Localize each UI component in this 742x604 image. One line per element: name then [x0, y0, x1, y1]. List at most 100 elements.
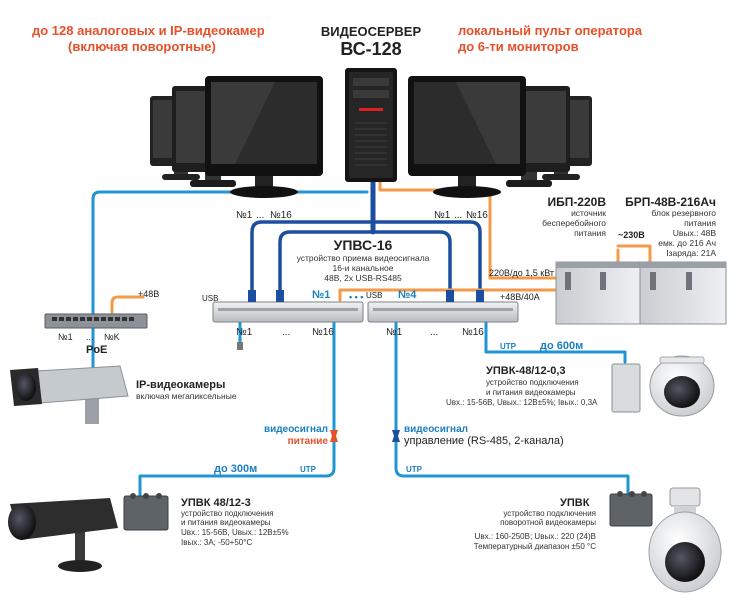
poe-port-1: №1 [58, 332, 73, 342]
upvk-desc-4: Температурный диапазон ±50 °С [474, 542, 597, 551]
ch-top-left-2: ... [256, 210, 264, 221]
ups-desc-3: питания [574, 228, 606, 238]
ch-bottom-left-2: ... [282, 327, 290, 338]
upvk03-desc-3: Uвх.: 15-56В, Uвых.: 12В±5%; Iвых.: 0,3А [446, 398, 598, 407]
utp-top: UTP [500, 342, 517, 351]
left-note-line2: (включая поворотные) [68, 39, 216, 54]
ipcam-title: IP-видеокамеры [136, 379, 225, 391]
upvs-desc-2: 16-и канальное [333, 263, 394, 273]
server-tower [345, 68, 397, 182]
utp-right: UTP [406, 465, 423, 474]
upvs-unit-1 [212, 290, 364, 323]
brp-desc-3: Uвых.: 48В [673, 228, 717, 238]
ch-bottom-right-2: ... [430, 327, 438, 338]
coupler-icon [392, 430, 400, 442]
brp-cabinet [639, 261, 727, 325]
upvk-desc-1: устройство подключения [503, 509, 596, 518]
cable-to-upvk03 [484, 318, 627, 364]
cable-48v-poe [110, 295, 145, 314]
ch-bottom-right-3: №16 [462, 327, 484, 338]
server-title-line1: ВИДЕОСЕРВЕР [321, 24, 422, 39]
upvs-unit-4 [367, 290, 519, 323]
poe-label: PoE [86, 344, 107, 356]
server-title-line2: ВС-128 [340, 39, 401, 59]
upvk3-desc-1: устройство подключения [181, 509, 274, 518]
power-feed: 220В/до 1,5 кВт [489, 268, 554, 278]
ups-desc-2: бесперебойного [542, 218, 606, 228]
monitor-group-left [150, 76, 323, 198]
upvs-usb-right: USB [366, 291, 382, 300]
ch-top-right-3: №16 [466, 210, 488, 221]
upvk-desc-3: Uвх.: 160-250В; Uвых.: 220 (24)В [475, 532, 596, 541]
upvk3-desc-3: Uвх.: 15-56В, Uвых.: 12В±5% [181, 528, 289, 537]
monitor-front-right [408, 76, 526, 198]
poe-v48: +48В [138, 289, 159, 299]
left-note-line1: до 128 аналоговых и IP-видеокамер [32, 23, 265, 38]
ip-camera [10, 365, 129, 424]
cables [91, 176, 652, 502]
cable-video-right-inner [371, 230, 452, 294]
mid-power: питание [288, 436, 329, 447]
ch-top-left-1: №1 [236, 210, 253, 221]
upvk3-desc-2: и питания видеокамеры [181, 518, 271, 527]
dist-600: до 600м [540, 340, 583, 352]
brp-desc-4: емк. до 216 Ач [658, 238, 716, 248]
utp-left: UTP [300, 465, 317, 474]
brp-desc-5: Iзаряда: 21А [666, 248, 716, 258]
upvs-unit1-label: №1 [312, 289, 330, 301]
dist-300: до 300м [214, 463, 257, 475]
ipcam-sub: включая мегапиксельные [136, 391, 237, 401]
labels: до 128 аналоговых и IP-видеокамер (включ… [32, 23, 716, 551]
connectors [237, 342, 400, 442]
poe-port-2: ... [86, 332, 94, 342]
upvk03-desc-2: и питания видеокамеры [486, 388, 576, 397]
ups-desc-1: источник [571, 208, 606, 218]
ch-top-left-3: №16 [270, 210, 292, 221]
upvs-dots: • • • [349, 292, 363, 302]
cable-to-upvk [394, 318, 630, 502]
brp-desc-2: питания [684, 218, 716, 228]
upvk3-desc-4: Iвых.: 3А; -50+50°С [181, 538, 252, 547]
power-dc: +48В/40А [500, 292, 540, 302]
brp-desc-1: блок резервного [652, 208, 717, 218]
upvk-desc-2: поворотной видеокамеры [500, 518, 596, 527]
upvs-title: УПВС-16 [334, 237, 393, 253]
upvk3-box [123, 493, 169, 531]
cable-server-to-poe [91, 190, 369, 320]
upvk03-desc-1: устройство подключения [486, 378, 579, 387]
upvk03-box [611, 363, 641, 413]
poe-port-k: №K [104, 332, 120, 342]
monitor-group-right [408, 76, 592, 198]
upvk-box [609, 491, 653, 527]
brp-title: БРП-48В-216Ач [625, 195, 716, 209]
upvs-desc-1: устройство приема видеосигнала [297, 253, 430, 263]
ch-bottom-left-1: №1 [236, 327, 253, 338]
cable-ups-dc [338, 288, 562, 302]
cable-video-right-outer [371, 220, 482, 294]
coupler-icon [330, 430, 338, 442]
upvs-unit4-label: №4 [398, 289, 417, 301]
right-note-line2: до 6-ти мониторов [458, 39, 579, 54]
mid-video2: видеосигнал [404, 424, 468, 435]
dome-camera [649, 355, 715, 417]
ch-bottom-left-3: №16 [312, 327, 334, 338]
ups-title: ИБП-220В [547, 195, 606, 209]
mid-control: управление (RS-485, 2-канала) [404, 435, 564, 447]
bullet-camera [8, 498, 118, 572]
cable-to-upvk3 [138, 318, 336, 502]
monitor-front-left [205, 76, 323, 198]
upvk-title: УПВК [560, 497, 590, 509]
ch-top-right-1: №1 [434, 210, 451, 221]
ch-top-right-2: ... [454, 210, 462, 221]
upvs-usb-left: USB [202, 294, 218, 303]
poe-switch [44, 313, 148, 329]
cable-ups-brp [616, 244, 652, 264]
upvs-desc-3: 48В, 2х USB-RS485 [324, 273, 402, 283]
cable-video-left-inner [278, 230, 375, 294]
ups-cabinet [555, 261, 641, 325]
mid-video: видеосигнал [264, 424, 328, 435]
right-note-line1: локальный пульт оператора [458, 23, 643, 38]
upvk3-title: УПВК 48/12-3 [181, 497, 251, 509]
cable-video-left-outer [250, 220, 375, 294]
